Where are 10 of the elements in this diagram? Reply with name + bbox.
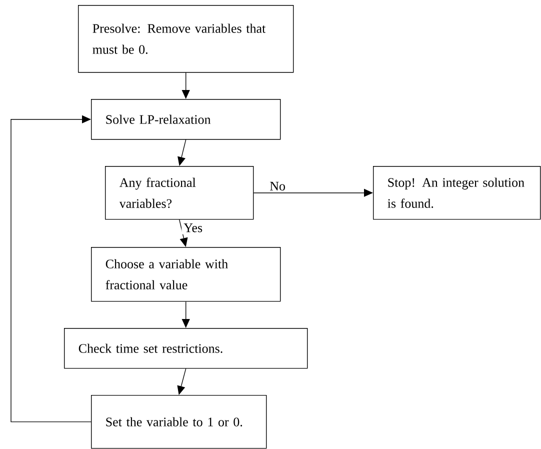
- arrow: [10, 115, 92, 422]
- edge-label: Yes: [182, 222, 205, 234]
- edge-label: No: [268, 180, 288, 192]
- process-box: Presolve: Remove variables that must be 0.: [78, 5, 294, 73]
- process-box: Stop! An integer solution is found.: [373, 166, 541, 220]
- process-box: Set the variable to 1 or 0.: [91, 394, 267, 449]
- process-box: Choose a variable with fractional value: [91, 247, 281, 302]
- process-box: Solve LP-relaxation: [91, 99, 281, 140]
- process-box: Any fractional variables?: [105, 166, 254, 220]
- process-box: Check time set restrictions.: [64, 328, 308, 369]
